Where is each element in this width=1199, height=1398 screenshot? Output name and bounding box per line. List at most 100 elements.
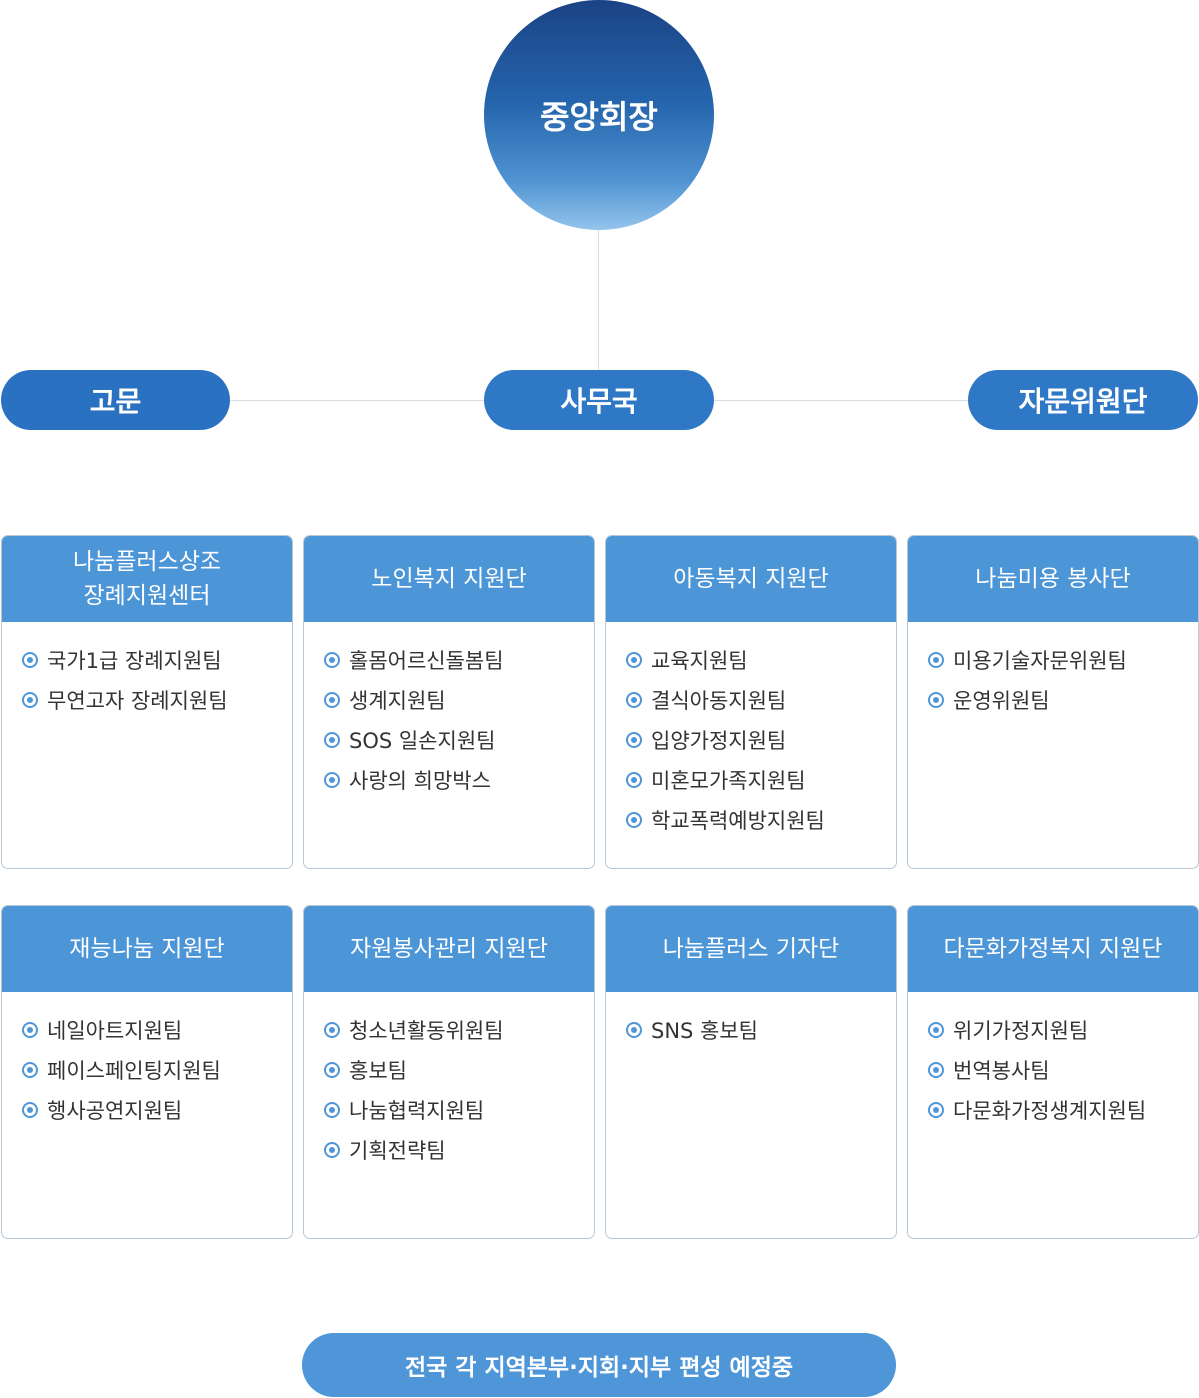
bullet-icon bbox=[928, 1062, 944, 1078]
list-item-label: 운영위원팀 bbox=[953, 689, 1050, 713]
list-item-label: 무연고자 장례지원팀 bbox=[47, 689, 228, 713]
unit-card-body: 홀몸어르신돌봄팀 생계지원팀 SOS 일손지원팀 사랑의 희망박스 bbox=[304, 622, 594, 800]
bullet-icon bbox=[626, 812, 642, 828]
bullet-icon bbox=[324, 1022, 340, 1038]
list-item-label: 생계지원팀 bbox=[349, 689, 446, 713]
advisor-node: 고문 bbox=[1, 370, 230, 430]
unit-card: 나눔미용 봉사단 미용기술자문위원팀 운영위원팀 bbox=[907, 535, 1199, 869]
unit-title-line: 나눔플러스 기자단 bbox=[662, 936, 840, 962]
list-item: 홀몸어르신돌봄팀 bbox=[324, 640, 594, 680]
unit-card-body: 위기가정지원팀 번역봉사팀 다문화가정생계지원팀 bbox=[908, 992, 1198, 1130]
list-item: 사랑의 희망박스 bbox=[324, 760, 594, 800]
chairman-node: 중앙회장 bbox=[484, 0, 714, 230]
bullet-icon bbox=[626, 772, 642, 788]
list-item-label: 네일아트지원팀 bbox=[47, 1019, 183, 1043]
unit-title-line: 장례지원센터 bbox=[83, 583, 211, 609]
advisor-label: 고문 bbox=[89, 385, 142, 418]
list-item-label: 홍보팀 bbox=[349, 1059, 407, 1083]
list-item: 무연고자 장례지원팀 bbox=[22, 680, 292, 720]
unit-card-header: 자원봉사관리 지원단 bbox=[304, 906, 594, 992]
list-item-label: 결식아동지원팀 bbox=[651, 689, 787, 713]
list-item-label: 국가1급 장례지원팀 bbox=[47, 649, 222, 673]
bullet-icon bbox=[324, 652, 340, 668]
list-item: 입양가정지원팀 bbox=[626, 720, 896, 760]
unit-title-line: 아동복지 지원단 bbox=[673, 566, 829, 592]
bullet-icon bbox=[22, 652, 38, 668]
list-item: 다문화가정생계지원팀 bbox=[928, 1090, 1198, 1130]
secretariat-label: 사무국 bbox=[560, 385, 638, 418]
list-item: 운영위원팀 bbox=[928, 680, 1198, 720]
list-item: 미혼모가족지원팀 bbox=[626, 760, 896, 800]
list-item: 위기가정지원팀 bbox=[928, 1010, 1198, 1050]
list-item-label: 청소년활동위원팀 bbox=[349, 1019, 504, 1043]
bullet-icon bbox=[22, 1062, 38, 1078]
list-item-label: 사랑의 희망박스 bbox=[349, 769, 491, 793]
bullet-icon bbox=[626, 732, 642, 748]
bullet-icon bbox=[324, 732, 340, 748]
unit-card-header: 나눔미용 봉사단 bbox=[908, 536, 1198, 622]
advisory-committee-label: 자문위원단 bbox=[1018, 385, 1148, 418]
bullet-icon bbox=[324, 1102, 340, 1118]
list-item: 번역봉사팀 bbox=[928, 1050, 1198, 1090]
list-item: 행사공연지원팀 bbox=[22, 1090, 292, 1130]
unit-card-header: 다문화가정복지 지원단 bbox=[908, 906, 1198, 992]
list-item-label: SNS 홍보팀 bbox=[651, 1019, 759, 1043]
bullet-icon bbox=[626, 1022, 642, 1038]
list-item-label: 행사공연지원팀 bbox=[47, 1099, 183, 1123]
list-item-label: 기획전략팀 bbox=[349, 1139, 446, 1163]
list-item-label: 다문화가정생계지원팀 bbox=[953, 1099, 1147, 1123]
unit-title-line: 재능나눔 지원단 bbox=[69, 936, 225, 962]
unit-card-body: SNS 홍보팀 bbox=[606, 992, 896, 1050]
list-item: 기획전략팀 bbox=[324, 1130, 594, 1170]
list-item: 페이스페인팅지원팀 bbox=[22, 1050, 292, 1090]
list-item-label: SOS 일손지원팀 bbox=[349, 729, 496, 753]
bullet-icon bbox=[324, 1062, 340, 1078]
list-item: 생계지원팀 bbox=[324, 680, 594, 720]
unit-card-header: 나눔플러스 기자단 bbox=[606, 906, 896, 992]
list-item: 학교폭력예방지원팀 bbox=[626, 800, 896, 840]
list-item-label: 홀몸어르신돌봄팀 bbox=[349, 649, 504, 673]
bullet-icon bbox=[22, 692, 38, 708]
unit-card-body: 교육지원팀 결식아동지원팀 입양가정지원팀 미혼모가족지원팀 학교폭력예방지원팀 bbox=[606, 622, 896, 840]
unit-card: 아동복지 지원단 교육지원팀 결식아동지원팀 입양가정지원팀 미혼모가족지원팀 … bbox=[605, 535, 897, 869]
list-item-label: 나눔협력지원팀 bbox=[349, 1099, 485, 1123]
bullet-icon bbox=[928, 1102, 944, 1118]
unit-card-header: 아동복지 지원단 bbox=[606, 536, 896, 622]
bullet-icon bbox=[626, 652, 642, 668]
bullet-icon bbox=[22, 1022, 38, 1038]
list-item: 미용기술자문위원팀 bbox=[928, 640, 1198, 680]
list-item-label: 페이스페인팅지원팀 bbox=[47, 1059, 221, 1083]
unit-card: 나눔플러스상조 장례지원센터 국가1급 장례지원팀 무연고자 장례지원팀 bbox=[1, 535, 293, 869]
unit-card-header: 재능나눔 지원단 bbox=[2, 906, 292, 992]
list-item: 국가1급 장례지원팀 bbox=[22, 640, 292, 680]
connector-vertical bbox=[598, 228, 599, 371]
list-item: SNS 홍보팀 bbox=[626, 1010, 896, 1050]
bullet-icon bbox=[928, 1022, 944, 1038]
unit-card-body: 국가1급 장례지원팀 무연고자 장례지원팀 bbox=[2, 622, 292, 720]
unit-title-line: 자원봉사관리 지원단 bbox=[350, 936, 548, 962]
unit-card-body: 미용기술자문위원팀 운영위원팀 bbox=[908, 622, 1198, 720]
advisory-committee-node: 자문위원단 bbox=[968, 370, 1198, 430]
unit-title-line: 나눔플러스상조 bbox=[72, 549, 222, 575]
unit-card-body: 네일아트지원팀 페이스페인팅지원팀 행사공연지원팀 bbox=[2, 992, 292, 1130]
bullet-icon bbox=[928, 652, 944, 668]
list-item: SOS 일손지원팀 bbox=[324, 720, 594, 760]
unit-card: 재능나눔 지원단 네일아트지원팀 페이스페인팅지원팀 행사공연지원팀 bbox=[1, 905, 293, 1239]
unit-card: 자원봉사관리 지원단 청소년활동위원팀 홍보팀 나눔협력지원팀 기획전략팀 bbox=[303, 905, 595, 1239]
list-item: 교육지원팀 bbox=[626, 640, 896, 680]
bullet-icon bbox=[928, 692, 944, 708]
list-item-label: 교육지원팀 bbox=[651, 649, 748, 673]
regional-branches-label: 전국 각 지역본부·지회·지부 편성 예정중 bbox=[404, 1355, 794, 1381]
unit-title-line: 노인복지 지원단 bbox=[371, 566, 527, 592]
bullet-icon bbox=[324, 1142, 340, 1158]
bullet-icon bbox=[324, 772, 340, 788]
list-item: 결식아동지원팀 bbox=[626, 680, 896, 720]
list-item-label: 위기가정지원팀 bbox=[953, 1019, 1089, 1043]
unit-card-body: 청소년활동위원팀 홍보팀 나눔협력지원팀 기획전략팀 bbox=[304, 992, 594, 1170]
list-item: 네일아트지원팀 bbox=[22, 1010, 292, 1050]
list-item-label: 번역봉사팀 bbox=[953, 1059, 1050, 1083]
list-item-label: 입양가정지원팀 bbox=[651, 729, 787, 753]
unit-card-header: 나눔플러스상조 장례지원센터 bbox=[2, 536, 292, 622]
list-item: 청소년활동위원팀 bbox=[324, 1010, 594, 1050]
unit-card: 노인복지 지원단 홀몸어르신돌봄팀 생계지원팀 SOS 일손지원팀 사랑의 희망… bbox=[303, 535, 595, 869]
